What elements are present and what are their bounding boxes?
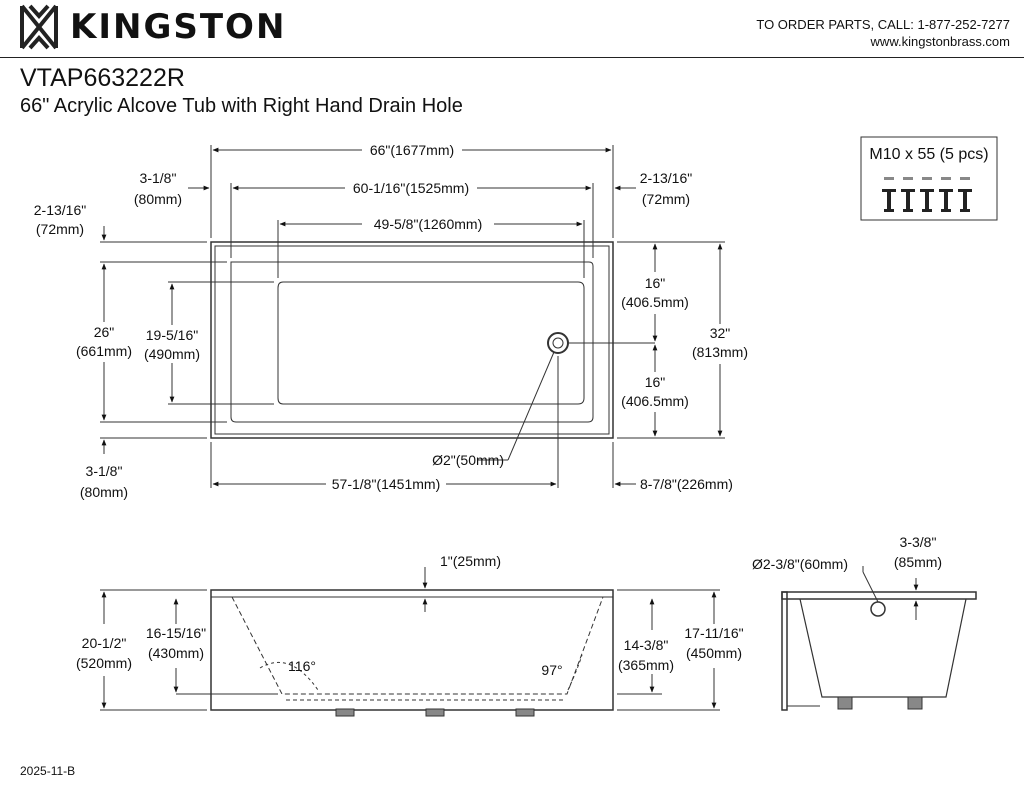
overall-width-mm-label: (813mm) [692, 344, 748, 360]
top-flange-mm-label: (72mm) [36, 221, 84, 237]
total-height-label: 20-1/2" [82, 635, 127, 651]
contact-info: TO ORDER PARTS, CALL: 1-877-252-7277 www… [756, 16, 1010, 50]
feet [335, 708, 535, 717]
drain-offset-label: 8-7/8"(226mm) [640, 476, 733, 492]
plan-view [100, 145, 725, 488]
inner-width-bottom-mm-label: (490mm) [144, 346, 200, 362]
right-flange-mm-label: (72mm) [642, 191, 690, 207]
overflow-diameter-label: Ø2-3/8"(60mm) [752, 556, 848, 572]
rim-label: 1"(25mm) [440, 553, 501, 569]
basin-profile [231, 596, 604, 695]
brand-name: KINGSTON [70, 7, 287, 47]
end-view [781, 566, 977, 711]
overall-width-label: 32" [710, 325, 731, 341]
plan-dimension-labels: 66"(1677mm) 60-1/16"(1525mm) 49-5/8"(126… [34, 142, 748, 500]
side-outline [210, 589, 614, 711]
depth-right-mm-label: (365mm) [618, 657, 674, 673]
overall-length-label: 66"(1677mm) [370, 142, 454, 158]
inner-width-top-mm-label: (661mm) [76, 343, 132, 359]
bolt-icon [958, 177, 972, 212]
bolt-icon [920, 177, 934, 212]
drain-lower-label: 16" [645, 374, 666, 390]
tub-outline [210, 241, 614, 439]
bottom-flange-label: 3-1/8" [86, 463, 123, 479]
inner-length-top-label: 60-1/16"(1525mm) [353, 180, 469, 196]
bottom-flange-mm-label: (80mm) [80, 484, 128, 500]
end-basin-profile [799, 598, 967, 698]
overflow-height-label: 3-3/8" [900, 534, 937, 550]
height-right-label: 17-11/16" [684, 625, 743, 641]
bolt-icon [901, 177, 915, 212]
model-number: VTAP663222R [20, 64, 185, 92]
bolt-icon [882, 177, 896, 212]
left-flange-mm-label: (80mm) [134, 191, 182, 207]
left-flange-label: 3-1/8" [140, 170, 177, 186]
drain-hole-icon [547, 332, 569, 354]
kingston-emblem-icon [20, 4, 58, 50]
drain-leader [507, 351, 555, 461]
overflow-hole-icon [870, 601, 886, 617]
tub-floor [277, 281, 585, 405]
drain-upper-label: 16" [645, 275, 666, 291]
tub-inner-basin [230, 261, 594, 423]
angle-right-label: 97° [541, 662, 562, 678]
brand-logo: KINGSTON [20, 4, 286, 50]
inner-width-top-label: 26" [94, 324, 115, 340]
side-view [100, 567, 720, 717]
website: www.kingstonbrass.com [870, 34, 1010, 49]
top-flange-label: 2-13/16" [34, 202, 86, 218]
inner-depth-label: 16-15/16" [146, 625, 206, 641]
angle-left-label: 116° [288, 658, 316, 674]
side-dimension-labels: 1"(25mm) 20-1/2" (520mm) 16-15/16" (430m… [76, 553, 744, 678]
end-dimension-labels: Ø2-3/8"(60mm) 3-3/8" (85mm) [752, 534, 942, 572]
order-phone: TO ORDER PARTS, CALL: 1-877-252-7277 [756, 17, 1010, 32]
inner-depth-mm-label: (430mm) [148, 645, 204, 661]
hardware-box: M10 x 55 (5 pcs) [860, 136, 998, 221]
overflow-height-mm-label: (85mm) [894, 554, 942, 570]
hardware-label: M10 x 55 (5 pcs) [869, 146, 988, 163]
inner-width-bottom-label: 19-5/16" [146, 327, 198, 343]
right-flange-label: 2-13/16" [640, 170, 692, 186]
total-height-mm-label: (520mm) [76, 655, 132, 671]
depth-right-label: 14-3/8" [624, 637, 669, 653]
header-divider [0, 57, 1024, 58]
revision-code: 2025-11-B [20, 764, 76, 778]
inner-length-bottom-label: 49-5/8"(1260mm) [374, 216, 482, 232]
bolt-icon [939, 177, 953, 212]
drain-diameter-label: Ø2"(50mm) [432, 452, 504, 468]
product-description: 66" Acrylic Alcove Tub with Right Hand D… [20, 95, 463, 117]
bolt-icons [882, 177, 972, 212]
drain-lower-mm-label: (406.5mm) [621, 393, 689, 409]
drain-position-label: 57-1/8"(1451mm) [332, 476, 440, 492]
end-feet [837, 696, 923, 710]
height-right-mm-label: (450mm) [686, 645, 742, 661]
drain-upper-mm-label: (406.5mm) [621, 294, 689, 310]
